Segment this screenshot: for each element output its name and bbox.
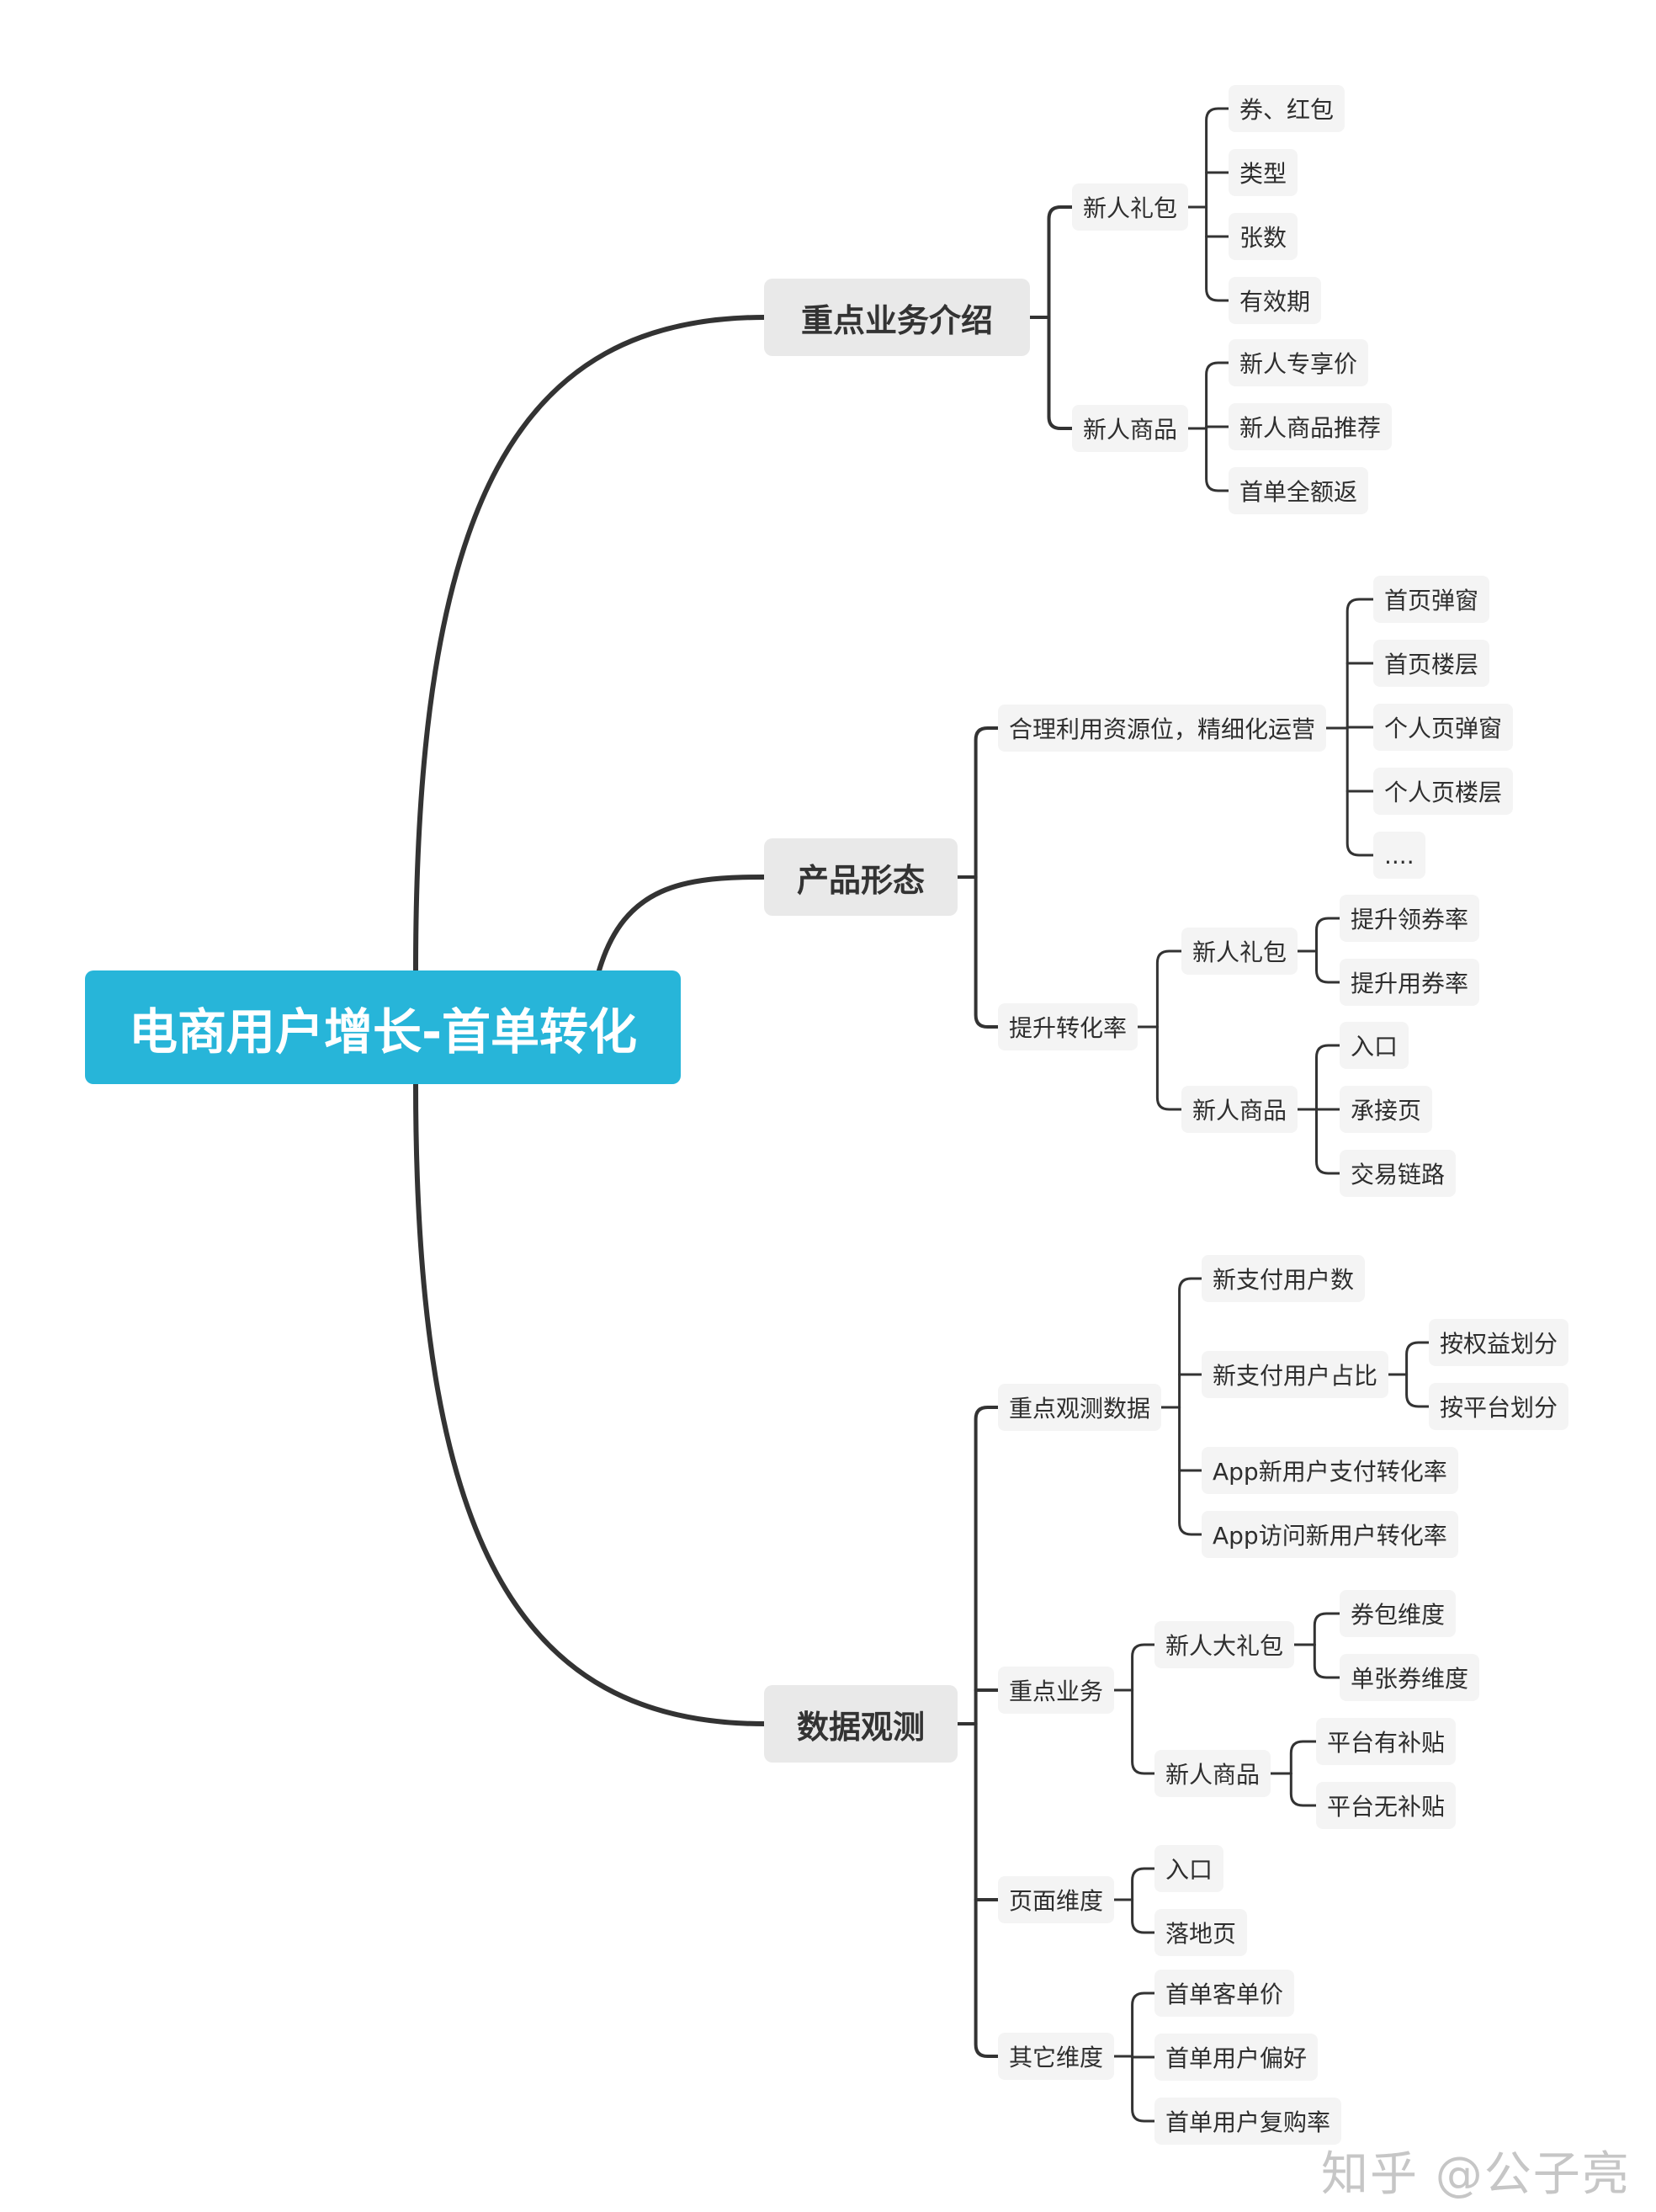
node-new-user-gift-2[interactable]: 新人礼包	[1181, 928, 1298, 975]
leaf-profile-floor[interactable]: 个人页楼层	[1373, 768, 1514, 815]
connector-child	[1047, 205, 1074, 319]
branch-product-form[interactable]: 产品形态	[764, 838, 958, 916]
leaf-goods-recommend[interactable]: 新人商品推荐	[1229, 403, 1393, 450]
leaf-coupon-use-rate[interactable]: 提升用券率	[1340, 959, 1480, 1006]
leaf-landing-page[interactable]: 承接页	[1340, 1086, 1433, 1133]
connector-child	[1289, 1740, 1318, 1775]
leaf-by-platform[interactable]: 按平台划分	[1429, 1383, 1569, 1430]
connector-child	[1047, 316, 1074, 430]
leaf-profile-popup[interactable]: 个人页弹窗	[1373, 704, 1514, 751]
node-new-paying-ratio[interactable]: 新支付用户占比	[1202, 1351, 1389, 1398]
leaf-validity[interactable]: 有效期	[1229, 277, 1322, 324]
leaf-platform-subsidy[interactable]: 平台有补贴	[1316, 1718, 1457, 1765]
connector-child	[1405, 1373, 1430, 1408]
leaf-exclusive-price[interactable]: 新人专享价	[1229, 339, 1369, 386]
leaf-type[interactable]: 类型	[1229, 149, 1298, 196]
branch-key-business[interactable]: 重点业务介绍	[764, 279, 1030, 356]
connector-child	[1313, 1643, 1341, 1679]
connector-child	[1405, 1341, 1430, 1376]
connector-child	[1178, 1406, 1203, 1536]
leaf-first-order-preference[interactable]: 首单用户偏好	[1154, 2034, 1319, 2081]
leaf-coupon-redpacket[interactable]: 券、红包	[1229, 85, 1346, 132]
connector-child	[1131, 1867, 1156, 1901]
leaf-app-visit-conversion[interactable]: App访问新用户转化率	[1202, 1511, 1458, 1558]
connector-child	[1131, 1688, 1156, 1775]
root-node[interactable]: 电商用户增长-首单转化	[85, 970, 681, 1084]
leaf-coupon-pack-dim[interactable]: 券包维度	[1340, 1590, 1457, 1637]
node-other-dimension[interactable]: 其它维度	[998, 2033, 1115, 2080]
leaf-transaction-path[interactable]: 交易链路	[1340, 1150, 1457, 1197]
node-new-user-goods-2[interactable]: 新人商品	[1181, 1086, 1298, 1133]
node-new-user-big-gift[interactable]: 新人大礼包	[1154, 1621, 1295, 1668]
leaf-app-pay-conversion[interactable]: App新用户支付转化率	[1202, 1447, 1458, 1494]
connector-child	[1315, 1108, 1341, 1175]
connector-child	[1205, 361, 1230, 430]
connector-child	[1315, 917, 1341, 953]
node-new-user-goods[interactable]: 新人商品	[1072, 405, 1189, 452]
connector-child	[1315, 949, 1341, 984]
node-resource-slots[interactable]: 合理利用资源位，精细化运营	[998, 705, 1327, 752]
leaf-ellipsis[interactable]: ....	[1373, 832, 1425, 879]
leaf-by-benefit[interactable]: 按权益划分	[1429, 1319, 1569, 1366]
node-new-user-gift[interactable]: 新人礼包	[1072, 183, 1189, 231]
connector-child	[1131, 1991, 1156, 2058]
connector-child	[974, 1722, 1000, 2058]
node-improve-conversion[interactable]: 提升转化率	[998, 1003, 1138, 1050]
connector-child	[1131, 1898, 1156, 1934]
connector-child	[1346, 726, 1375, 857]
connector-child	[1131, 1643, 1156, 1692]
connector-child	[974, 726, 1000, 879]
connector-root-2	[413, 1082, 767, 1726]
leaf-full-refund[interactable]: 首单全额返	[1229, 467, 1369, 514]
leaf-entry-2[interactable]: 入口	[1154, 1845, 1224, 1892]
connector-child	[1131, 2055, 1156, 2123]
connector-child	[1178, 1277, 1203, 1409]
branch-data-observation[interactable]: 数据观测	[764, 1685, 958, 1763]
leaf-first-order-repurchase[interactable]: 首单用户复购率	[1154, 2098, 1342, 2145]
node-key-metrics[interactable]: 重点观测数据	[998, 1384, 1162, 1431]
leaf-landing-page-2[interactable]: 落地页	[1154, 1909, 1248, 1956]
leaf-coupon-claim-rate[interactable]: 提升领券率	[1340, 895, 1480, 942]
leaf-first-order-aov[interactable]: 首单客单价	[1154, 1970, 1295, 2017]
node-key-business[interactable]: 重点业务	[998, 1667, 1115, 1714]
leaf-count[interactable]: 张数	[1229, 213, 1298, 260]
connector-child	[1315, 1044, 1341, 1111]
node-page-dimension[interactable]: 页面维度	[998, 1876, 1115, 1923]
connector-child	[1346, 598, 1375, 730]
leaf-home-popup[interactable]: 首页弹窗	[1373, 576, 1490, 623]
connector-root-1	[597, 875, 767, 973]
connector-child	[1155, 949, 1183, 1029]
connector-child	[1205, 205, 1230, 302]
leaf-new-paying-users[interactable]: 新支付用户数	[1202, 1255, 1366, 1302]
connector-child	[974, 875, 1000, 1029]
connector-child	[1313, 1612, 1341, 1646]
leaf-home-floor[interactable]: 首页楼层	[1373, 640, 1490, 687]
connector-root-0	[413, 315, 767, 973]
watermark: 知乎 @公子亮	[1321, 2147, 1631, 2202]
connector-child	[974, 1406, 1000, 1725]
node-new-user-goods-3[interactable]: 新人商品	[1154, 1750, 1271, 1797]
connector-child	[1205, 427, 1230, 492]
connector-child	[1205, 107, 1230, 209]
leaf-no-platform-subsidy[interactable]: 平台无补贴	[1316, 1782, 1457, 1829]
connector-child	[1289, 1772, 1318, 1807]
leaf-entry[interactable]: 入口	[1340, 1022, 1409, 1069]
leaf-single-coupon-dim[interactable]: 单张券维度	[1340, 1654, 1480, 1701]
connector-child	[1155, 1025, 1183, 1111]
